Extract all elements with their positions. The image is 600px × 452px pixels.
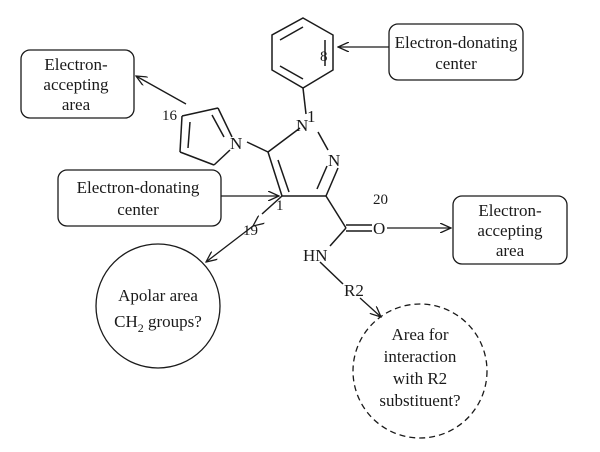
box-line: area: [62, 95, 91, 114]
phenyl-double-bond: [279, 26, 304, 41]
position-1: 1: [276, 198, 284, 214]
groups-text: groups?: [144, 312, 202, 331]
atom-n1-locant: 1: [307, 107, 316, 126]
phenyl-double-bond: [279, 65, 304, 80]
box-electron-donating-mid: Electron-donating center: [57, 169, 222, 227]
atom-r2: R2: [344, 281, 364, 300]
box-electron-accepting-right: Electron- accepting area: [452, 195, 568, 265]
box-line: accepting: [477, 221, 543, 240]
box-line: Electron-: [44, 55, 108, 74]
amide-bond: [329, 227, 347, 247]
circle-line: Apolar area: [118, 286, 198, 305]
pyrazole-bond: [267, 151, 283, 197]
pyrrole-bond: [179, 151, 215, 166]
position-8: 8: [320, 49, 328, 65]
box-line: Electron-donating: [395, 33, 518, 52]
pyrrole-bond: [213, 149, 231, 166]
position-20: 20: [373, 192, 388, 208]
carbonyl-carbon-bond: [325, 195, 347, 229]
atom-n1: N: [296, 116, 308, 135]
pyrrole-double-bond: [211, 114, 225, 138]
subscript-2: 2: [138, 321, 144, 335]
position-19: 19: [243, 223, 258, 239]
box-line: Electron-: [478, 201, 542, 220]
circle-line: Area for: [391, 325, 448, 344]
box-electron-accepting-left: Electron- accepting area: [20, 49, 135, 119]
circle-line: substituent?: [379, 391, 460, 410]
arrows: [136, 47, 451, 317]
arrow-apolar-double: [206, 226, 253, 262]
pyrrole-bond: [181, 107, 219, 117]
circle-line: with R2: [393, 369, 447, 388]
molecule-structure: [179, 17, 372, 285]
box-line: center: [435, 54, 477, 73]
circle-apolar-area: Apolar area CH2 groups?: [95, 243, 221, 369]
ch2-groups-label: CH2 groups?: [114, 312, 202, 335]
box-line: Electron-donating: [77, 178, 200, 197]
n-r2-bond: [319, 261, 344, 285]
atom-hn: HN: [303, 246, 328, 265]
box-electron-donating-top: Electron-donating center: [388, 23, 524, 81]
circle-interaction-area: Area for interaction with R2 substituent…: [352, 303, 488, 439]
phenyl-n1-bond: [302, 87, 307, 115]
box-line: accepting: [43, 75, 109, 94]
atom-n2: N: [328, 151, 340, 170]
pyrazole-double-bond: [277, 159, 290, 193]
arrow-to-interaction-area: [359, 297, 381, 317]
circle-line: interaction: [384, 347, 457, 366]
atom-oxygen: O: [373, 219, 385, 238]
arrow-to-accepting-left: [136, 76, 187, 105]
pyrazole-bond: [325, 167, 339, 197]
pyrazole-bond: [267, 127, 301, 153]
box-line: center: [117, 200, 159, 219]
pyrazole-bond: [317, 131, 329, 151]
pyrrole-link-bond: [246, 141, 269, 153]
pyrazole-double-bond: [316, 165, 328, 190]
ch-text: CH: [114, 312, 138, 331]
box-line: area: [496, 241, 525, 260]
pyrrole-bond: [217, 107, 233, 138]
atom-labels: N 1 N N O HN R2: [230, 107, 385, 300]
pyrrole-double-bond: [187, 121, 191, 149]
atom-pyrrole-n: N: [230, 134, 242, 153]
position-16: 16: [162, 108, 178, 124]
pyrrole-bond: [179, 115, 183, 153]
